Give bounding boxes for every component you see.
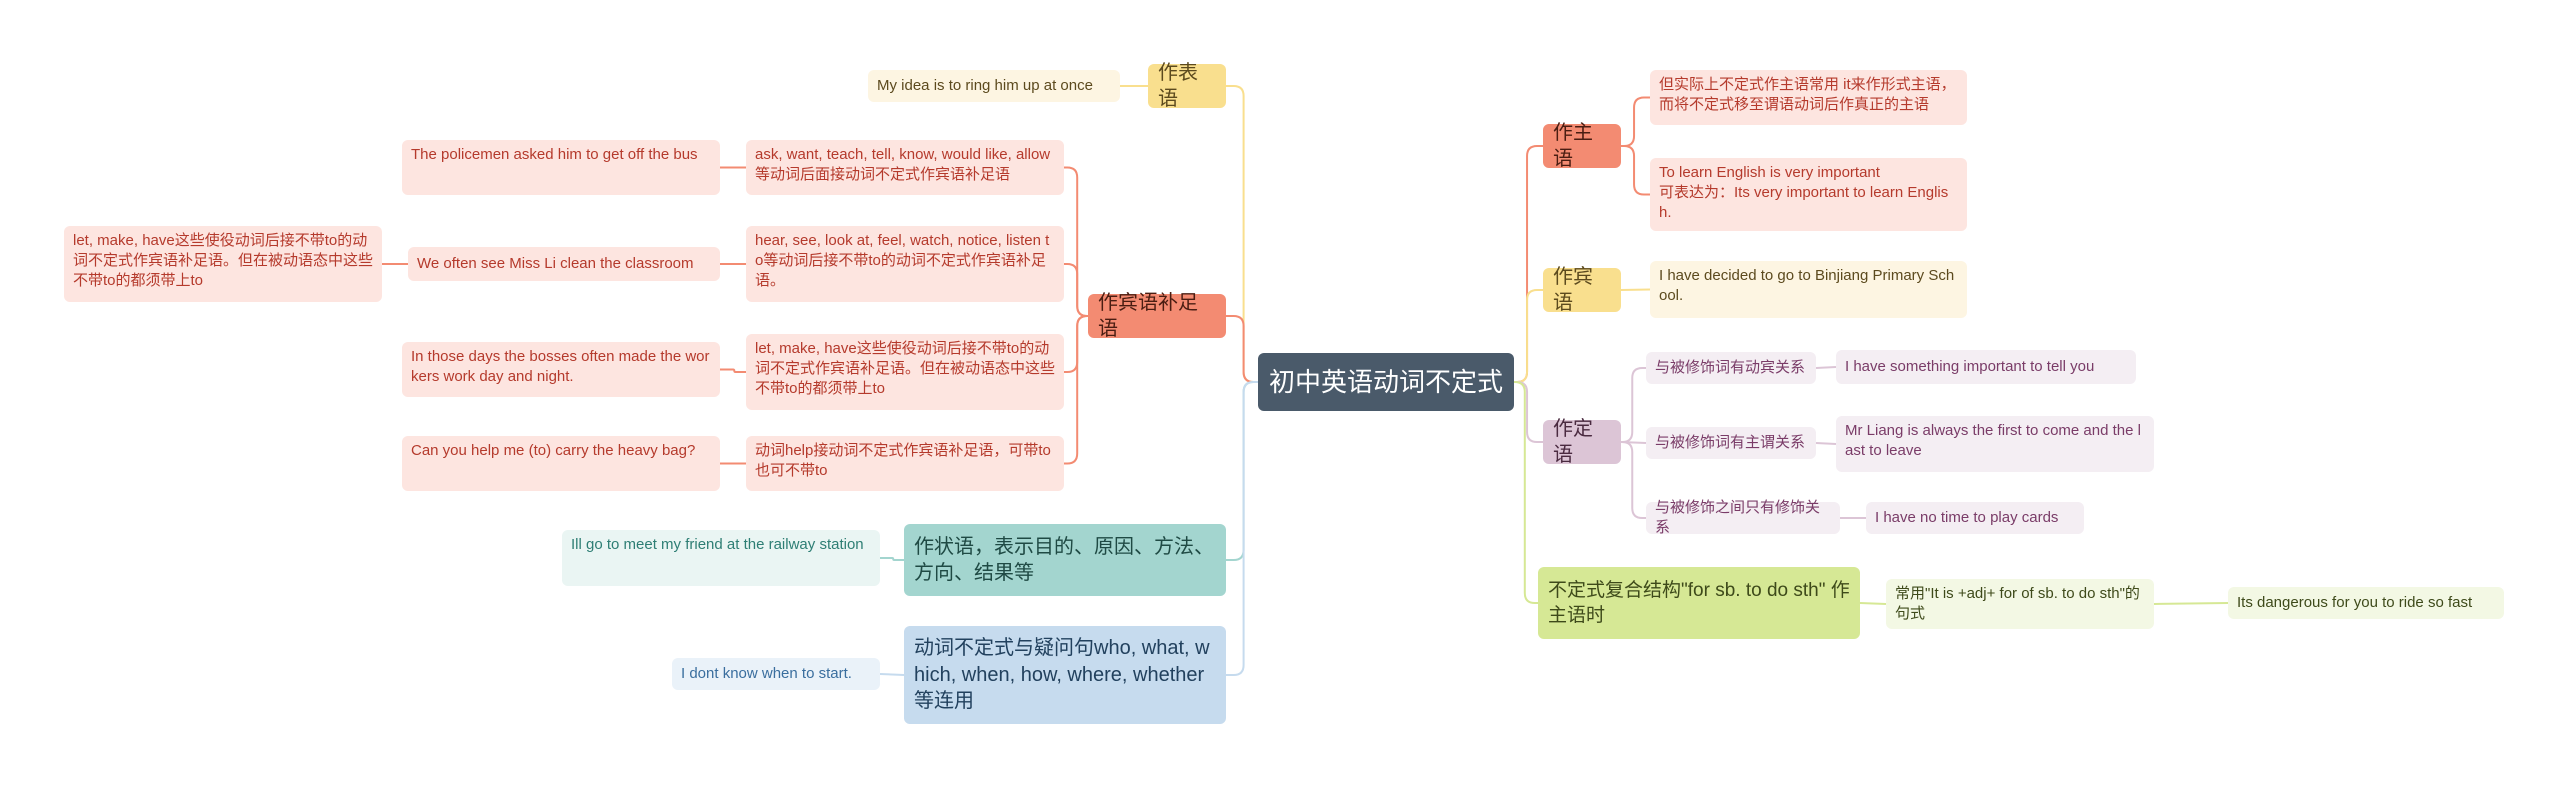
branch-adverbial[interactable]: 作状语，表示目的、原因、方法、方向、结果等 xyxy=(904,524,1226,596)
connector-r1-r1a xyxy=(1620,288,1651,291)
branch-object-complement[interactable]: 作宾语补足语 xyxy=(1088,292,1226,340)
complement-rule-3[interactable]: let, make, have这些使役动词后接不带to的动词不定式作宾语补足语。… xyxy=(746,334,1064,410)
connector-r3-r3a xyxy=(1859,602,1887,605)
attributive-example-1[interactable]: I have something important to tell you xyxy=(1836,350,2136,384)
compound-pattern[interactable]: 常用"It is +adj+ for of sb. to do sth"的句式 xyxy=(1886,579,2154,629)
complement-example-1[interactable]: The policemen asked him to get off the b… xyxy=(402,140,720,195)
complement-rule-2[interactable]: hear, see, look at, feel, watch, notice,… xyxy=(746,226,1064,302)
connector-r2-r2c xyxy=(1621,441,1646,519)
object-example[interactable]: I have decided to go to Binjiang Primary… xyxy=(1650,261,1967,318)
complement-rule-4[interactable]: 动词help接动词不定式作宾语补足语，可带to也可不带to xyxy=(746,436,1064,491)
adverbial-example[interactable]: Ill go to meet my friend at the railway … xyxy=(562,530,880,586)
connector-root-l1 xyxy=(1226,315,1258,383)
complement-extra-note[interactable]: let, make, have这些使役动词后接不带to的动词不定式作宾语补足语。… xyxy=(64,226,382,302)
question-words-example[interactable]: I dont know when to start. xyxy=(672,658,880,690)
branch-attributive[interactable]: 作定语 xyxy=(1543,418,1621,466)
branch-subject[interactable]: 作主语 xyxy=(1543,122,1621,170)
complement-example-2[interactable]: We often see Miss Li clean the classroom xyxy=(408,247,720,281)
connector-r3a-r3a2 xyxy=(2153,602,2229,605)
branch-object[interactable]: 作宾语 xyxy=(1543,266,1621,314)
attributive-type-2[interactable]: 与被修饰词有主谓关系 xyxy=(1646,427,1816,459)
complement-example-4[interactable]: Can you help me (to) carry the heavy bag… xyxy=(402,436,720,491)
branch-predicative[interactable]: 作表语 xyxy=(1148,62,1226,110)
connector-root-l3 xyxy=(1226,381,1258,676)
compound-example[interactable]: Its dangerous for you to ride so fast xyxy=(2228,587,2504,619)
connector-l2-l2a xyxy=(880,557,904,561)
attributive-type-3[interactable]: 与被修饰之间只有修饰关系 xyxy=(1646,499,1840,536)
root-node[interactable]: 初中英语动词不定式 xyxy=(1258,353,1514,411)
subject-example[interactable]: To learn English is very important 可表达为：… xyxy=(1650,158,1967,231)
connector-l1c-l1c2 xyxy=(720,368,746,373)
subject-note[interactable]: 但实际上不定式作主语常用 it来作形式主语，而将不定式移至谓语动词后作真正的主语 xyxy=(1650,70,1967,125)
connector-r0-r0b xyxy=(1621,145,1650,196)
connector-r2b-r2b2 xyxy=(1815,442,1837,445)
predicative-example[interactable]: My idea is to ring him up at once xyxy=(868,70,1120,102)
connector-l1-l1d xyxy=(1064,315,1088,465)
attributive-example-3[interactable]: I have no time to play cards xyxy=(1866,502,2084,534)
branch-with-question-words[interactable]: 动词不定式与疑问句who, what, which, when, how, wh… xyxy=(904,626,1226,724)
attributive-type-1[interactable]: 与被修饰词有动宾关系 xyxy=(1646,352,1816,384)
connector-l1-l1b xyxy=(1064,263,1088,317)
attributive-example-2[interactable]: Mr Liang is always the first to come and… xyxy=(1836,416,2154,472)
connector-r0-r0a xyxy=(1621,96,1650,147)
complement-rule-1[interactable]: ask, want, teach, tell, know, would like… xyxy=(746,140,1064,195)
complement-example-3[interactable]: In those days the bosses often made the … xyxy=(402,342,720,397)
connector-r2a-r2a2 xyxy=(1815,366,1837,369)
connector-root-r1 xyxy=(1514,289,1543,383)
connector-root-r3 xyxy=(1514,381,1538,604)
branch-compound-structure[interactable]: 不定式复合结构"for sb. to do sth" 作主语时 xyxy=(1538,567,1860,639)
connector-l3-l3a xyxy=(879,673,905,676)
